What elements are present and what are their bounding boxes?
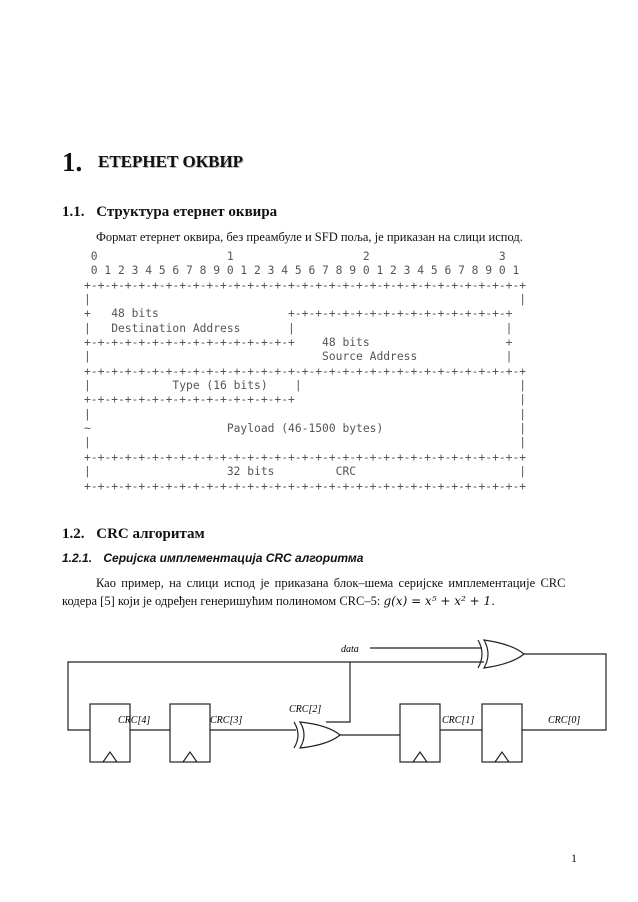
frame-line: 0 1 2 3 4 5 6 7 8 9 0 1 2 3 4 5 6 7 8 9 … xyxy=(84,264,520,278)
crc2-label: CRC[2] xyxy=(289,704,321,715)
frame-line: + 48 bits +-+-+-+-+-+-+-+-+-+-+-+-+-+-+-… xyxy=(84,307,513,321)
crc0-output-line xyxy=(522,653,607,731)
frame-line: +-+-+-+-+-+-+-+-+-+-+-+-+-+-+-+-+-+-+-+-… xyxy=(84,450,527,464)
register-crc3 xyxy=(169,703,211,763)
frame-format-diagram: 0 1 2 3 0 1 2 3 4 5 6 7 8 9 0 1 2 3 4 5 … xyxy=(84,250,526,494)
heading-1-1-number: 1.1. xyxy=(62,204,85,220)
frame-line: | Destination Address | | xyxy=(84,321,513,335)
heading-1-1-title: Структура етернет оквира xyxy=(96,204,278,220)
heading-1-2-1-title: Серијска имплементација CRC алгоритма xyxy=(103,551,364,565)
crc1-label: CRC[1] xyxy=(442,715,474,726)
frame-line: 0 1 2 3 xyxy=(84,250,506,263)
heading-1-2-title: CRC алгоритам xyxy=(96,526,205,542)
data-label: data xyxy=(341,644,359,655)
crc4-label: CRC[4] xyxy=(118,715,150,726)
tap-line xyxy=(326,662,351,723)
frame-line: ~ Payload (46-1500 bytes) | xyxy=(84,422,527,436)
intro-paragraph: Формат етернет оквира, без преамбуле и S… xyxy=(96,230,523,244)
heading-1-1: 1.1. Структура етернет оквира xyxy=(62,204,277,221)
frame-line: | 32 bits CRC | xyxy=(84,465,527,479)
frame-line: | | xyxy=(84,293,527,307)
heading-1-2-1: 1.2.1. Серијска имплементација CRC алгор… xyxy=(62,551,363,565)
register-crc4 xyxy=(89,703,131,763)
crc3-label: CRC[3] xyxy=(210,715,242,726)
heading-1: 1. ЕТЕРНЕТ ОКВИР xyxy=(62,147,243,178)
register-crc1 xyxy=(399,703,441,763)
heading-1-number: 1. xyxy=(62,147,83,177)
middle-xor-gate xyxy=(293,721,341,749)
feedback-line xyxy=(67,661,484,731)
crc-paragraph-line-1: Као пример, на слици испод је приказана … xyxy=(96,576,566,590)
register-crc0 xyxy=(481,703,523,763)
frame-line: | | xyxy=(84,407,527,421)
frame-line: +-+-+-+-+-+-+-+-+-+-+-+-+-+-+-+-+-+-+-+-… xyxy=(84,278,527,292)
frame-line: +-+-+-+-+-+-+-+-+-+-+-+-+-+-+-+ 48 bits … xyxy=(84,336,513,350)
crc-paragraph-text: кодера [5] који је одређен генеришућим п… xyxy=(62,594,384,608)
page-number: 1 xyxy=(571,851,577,865)
frame-line: +-+-+-+-+-+-+-+-+-+-+-+-+-+-+-+-+-+-+-+-… xyxy=(84,364,527,378)
heading-1-2-number: 1.2. xyxy=(62,526,85,542)
frame-line: +-+-+-+-+-+-+-+-+-+-+-+-+-+-+-+ | xyxy=(84,393,527,407)
top-xor-gate xyxy=(477,639,525,669)
heading-1-2: 1.2. CRC алгоритам xyxy=(62,526,205,543)
crc0-label: CRC[0] xyxy=(548,715,580,726)
heading-1-2-1-number: 1.2.1. xyxy=(62,551,93,565)
heading-1-title: ЕТЕРНЕТ ОКВИР xyxy=(98,152,244,171)
frame-line: | Source Address | xyxy=(84,350,513,364)
frame-line: +-+-+-+-+-+-+-+-+-+-+-+-+-+-+-+-+-+-+-+-… xyxy=(84,479,527,493)
frame-line: | | xyxy=(84,436,527,450)
crc-paragraph: Као пример, на слици испод је приказана … xyxy=(62,576,574,609)
crc-paragraph-line-2: кодера [5] који је одређен генеришућим п… xyxy=(62,594,574,609)
frame-line: | Type (16 bits) | | xyxy=(84,379,527,393)
crc-polynomial: g(x) = x⁵ + x² + 1. xyxy=(383,594,495,608)
